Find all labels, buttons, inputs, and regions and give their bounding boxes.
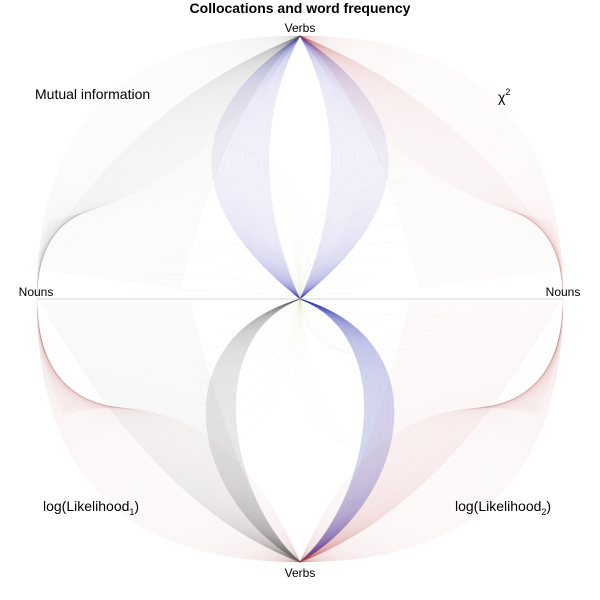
ll1-close: ) (134, 498, 139, 514)
ll2-close: ) (546, 498, 551, 514)
ll2-subscript: 2 (541, 507, 546, 517)
ll1-subscript: 1 (129, 507, 134, 517)
arc-layer (29, 35, 571, 563)
label-layer: Collocations and word frequency Verbs Ve… (19, 0, 581, 580)
axis-label-bottom: Verbs (285, 566, 316, 580)
quadrant-label-log-likelihood-2: log(Likelihood2) (455, 498, 551, 517)
axis-label-left: Nouns (19, 285, 54, 299)
rim-arcs-upper-right (299, 35, 564, 300)
quadrant-label-log-likelihood-1: log(Likelihood1) (43, 498, 139, 517)
upper-teardrop-left (211, 35, 301, 300)
lower-teardrop-left (205, 298, 301, 563)
lower-right-fan (299, 300, 561, 563)
quadrant-label-mutual-information: Mutual information (35, 86, 150, 102)
lower-teardrop-right (299, 298, 395, 563)
upper-red-fan (299, 35, 571, 290)
upper-grey-fan (29, 35, 301, 290)
rim-arcs-lower-left (36, 298, 301, 563)
quadrant-label-chi-squared: χ2 (498, 87, 510, 105)
ll2-text: log(Likelihood (455, 498, 541, 514)
lower-grey-fan (39, 300, 301, 563)
upper-teardrop-right (299, 35, 389, 300)
ll1-text: log(Likelihood (43, 498, 129, 514)
chi-symbol: χ (498, 89, 506, 105)
rim-arcs-upper-left (36, 35, 301, 300)
rim-arcs-lower-right (299, 298, 564, 563)
chi-superscript: 2 (505, 87, 510, 97)
axis-label-top: Verbs (285, 21, 316, 35)
chart-title: Collocations and word frequency (190, 0, 411, 16)
axis-label-right: Nouns (546, 285, 581, 299)
